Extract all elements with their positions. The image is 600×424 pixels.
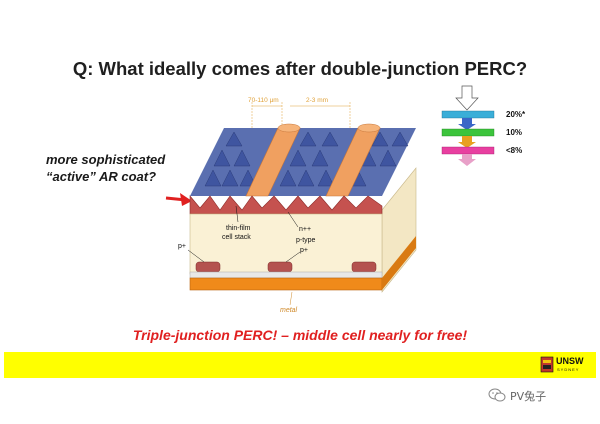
conclusion-text: Triple-junction PERC! – middle cell near…: [132, 327, 468, 343]
pct-bottom: <8%: [506, 146, 522, 155]
footer-bar: [4, 352, 596, 378]
annotation-line-1: more sophisticated: [46, 152, 166, 167]
label-p-plus-left: p+: [178, 243, 186, 250]
dim-finger-width: 70-110 μm: [248, 97, 279, 104]
rear-metal: [189, 277, 383, 291]
label-thin-film-2: cell stack: [222, 234, 251, 241]
label-n-plus: n++: [299, 226, 311, 233]
junction-stack-graphic: 20%* 10% <8%: [441, 85, 526, 166]
dimension-markers: 70-110 μm 2-3 mm: [248, 97, 351, 130]
rear-dielectric: [189, 271, 383, 279]
annotation-text: more sophisticated “active” AR coat?: [46, 151, 165, 185]
label-p-plus-right: p+: [300, 247, 308, 254]
unsw-logo-text: UNSW: [556, 356, 584, 366]
metal-fingers: [245, 123, 381, 197]
watermark-text: PV兔子: [510, 390, 547, 403]
annotation-line-2: “active” AR coat?: [46, 169, 157, 184]
bottom-cell-layer: [441, 146, 495, 155]
red-arrow-icon: [165, 193, 192, 206]
dim-finger-spacing: 2-3 mm: [306, 97, 328, 104]
incident-light-arrow-icon: [455, 85, 479, 111]
middle-cell-layer: [441, 128, 495, 137]
label-metal: metal: [280, 307, 298, 314]
arrow-down-2-icon: [458, 136, 476, 148]
wechat-icon: [488, 388, 506, 402]
arrow-down-3-icon: [458, 154, 476, 166]
unsw-crest-icon: [540, 356, 554, 373]
unsw-logo-sub: SYDNEY: [557, 367, 580, 372]
thin-film-stack: [189, 195, 383, 215]
pct-mid: 10%: [506, 128, 522, 137]
rear-metal-side: [382, 236, 416, 290]
slide-title: Q: What ideally comes after double-junct…: [72, 58, 528, 79]
pct-top: 20%*: [506, 110, 526, 119]
label-p-type: p-type: [296, 237, 316, 244]
top-cell-layer: [441, 110, 495, 119]
label-thin-film-1: thin-film: [226, 225, 251, 232]
arrow-down-1-icon: [458, 118, 476, 130]
